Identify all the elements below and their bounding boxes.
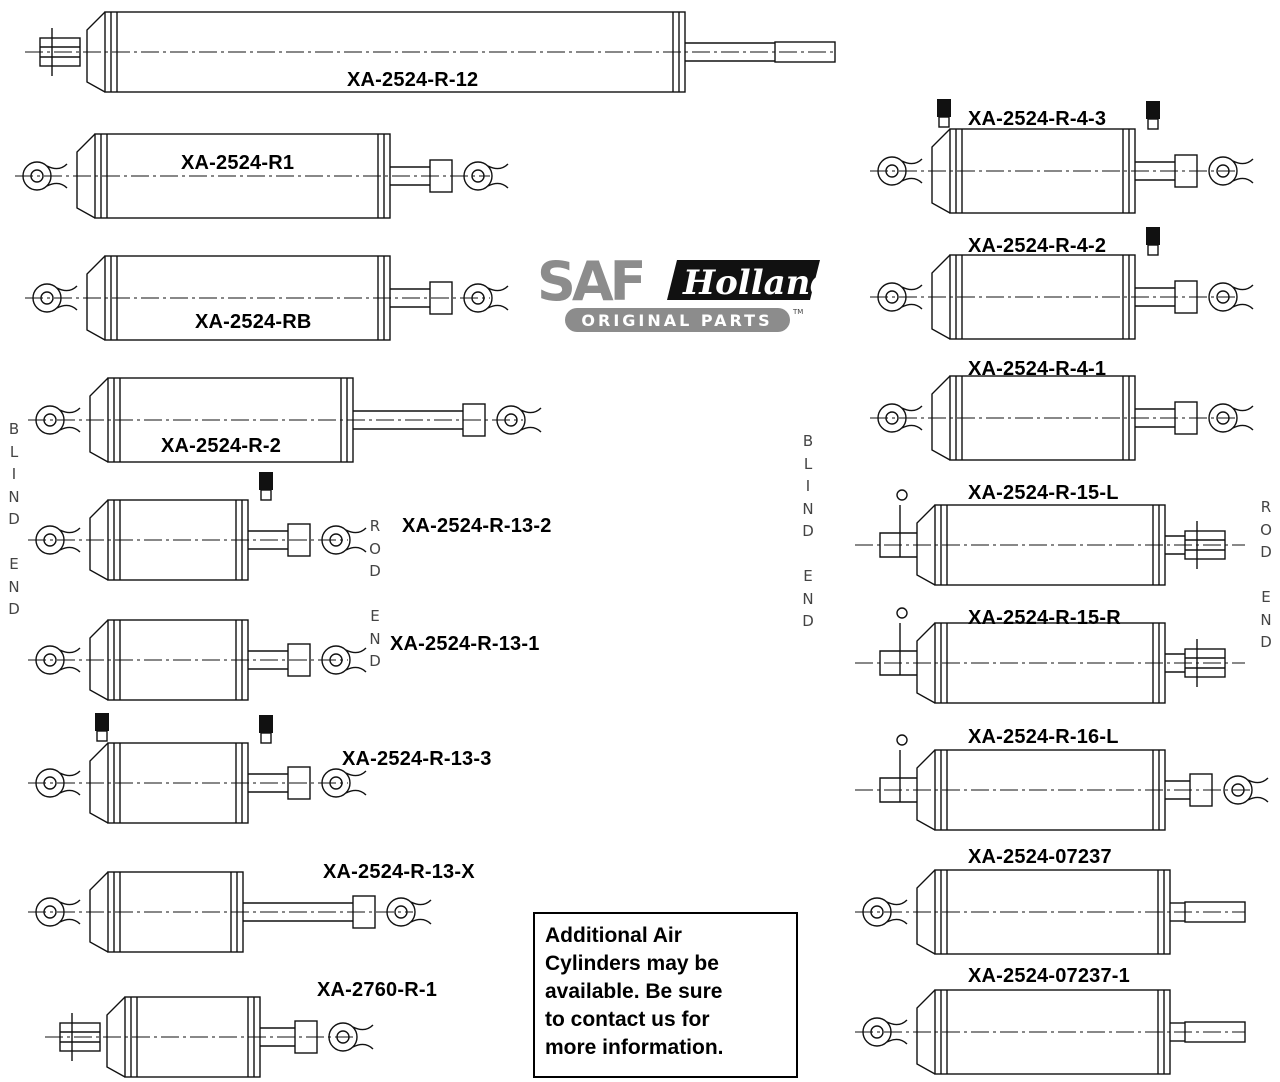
- cylinder-xa-2524-r-16-l: [855, 734, 1269, 831]
- vertical-letter: D: [369, 652, 381, 670]
- vertical-letter: D: [8, 600, 20, 618]
- label-xa-2524-r-15-l: XA-2524-R-15-L: [968, 482, 1119, 504]
- vertical-letter: [1258, 564, 1274, 587]
- cylinder-xa-2524-07237: [855, 869, 1246, 955]
- vertical-letter: R: [1260, 498, 1272, 516]
- label-xa-2524-r-13-2: XA-2524-R-13-2: [402, 515, 552, 537]
- label-xa-2524-r-13-x: XA-2524-R-13-X: [323, 861, 475, 883]
- vertical-letter: E: [9, 555, 19, 573]
- vertical-letter: I: [805, 477, 811, 495]
- svg-text:SAF: SAF: [537, 250, 643, 313]
- label-xa-2760-r-1: XA-2760-R-1: [317, 979, 438, 1001]
- vertical-letter: [367, 583, 383, 606]
- vertical-letter: N: [1260, 610, 1272, 629]
- saf-logo-mark: SAF Holland ORIGINAL PARTS TM: [537, 250, 825, 332]
- label-xa-2524-07237-1: XA-2524-07237-1: [968, 965, 1130, 987]
- note-line: available. Be sure: [545, 980, 723, 1003]
- cylinder-xa-2524-rb: [25, 255, 509, 341]
- label-xa-2524-07237: XA-2524-07237: [968, 846, 1112, 868]
- cylinder-xa-2524-r-4-3: [870, 99, 1254, 214]
- cylinder-xa-2524-r-13-1: [28, 619, 367, 701]
- cylinder-xa-2524-r-4-2: [870, 227, 1254, 340]
- vertical-letter: [6, 531, 22, 554]
- cylinder-xa-2760-r-1: [45, 996, 374, 1078]
- vertical-letter: L: [803, 454, 813, 473]
- vertical-letter: N: [8, 487, 20, 506]
- vertical-letter: N: [802, 499, 814, 518]
- vertical-letter: I: [11, 465, 17, 483]
- vertical-letter: L: [9, 442, 19, 461]
- label-xa-2524-r-13-1: XA-2524-R-13-1: [390, 633, 540, 655]
- note-line: to contact us for: [545, 1008, 710, 1031]
- label-xa-2524-r-13-3: XA-2524-R-13-3: [342, 748, 492, 770]
- svg-text:Holland: Holland: [682, 263, 825, 303]
- vertical-letter: O: [369, 539, 381, 558]
- label-xa-2524-r-12: XA-2524-R-12: [347, 69, 479, 91]
- cylinder-xa-2524-r-15-l: [855, 489, 1245, 586]
- cylinder-xa-2524-r-13-2: [28, 472, 367, 581]
- vertical-letter: D: [802, 612, 814, 630]
- svg-text:ORIGINAL PARTS: ORIGINAL PARTS: [581, 311, 772, 330]
- vertical-letter: D: [369, 562, 381, 580]
- label-xa-2524-r-4-2: XA-2524-R-4-2: [968, 235, 1107, 257]
- vertical-letter: R: [369, 517, 381, 535]
- label-xa-2524-rb: XA-2524-RB: [195, 311, 312, 333]
- vertical-letter: D: [8, 510, 20, 528]
- svg-text:TM: TM: [792, 308, 803, 316]
- cylinder-xa-2524-r-12: [25, 11, 836, 93]
- label-xa-2524-r-2: XA-2524-R-2: [161, 435, 282, 457]
- additional-cylinders-note: Additional Air Cylinders may be availabl…: [533, 912, 798, 1078]
- cylinder-xa-2524-r-13-3: [28, 713, 367, 824]
- cylinder-xa-2524-r1: [15, 133, 509, 219]
- cylinder-xa-2524-r-2: [28, 377, 542, 463]
- vertical-letter: B: [8, 420, 20, 438]
- label-xa-2524-r-4-3: XA-2524-R-4-3: [968, 108, 1107, 130]
- saf-holland-logo: SAF Holland ORIGINAL PARTS TM: [537, 250, 825, 332]
- vertical-letter: N: [802, 589, 814, 608]
- label-xa-2524-r-15-r: XA-2524-R-15-R: [968, 607, 1121, 629]
- vertical-letter: O: [1260, 520, 1272, 539]
- vertical-letter: D: [1260, 543, 1272, 561]
- cylinder-xa-2524-r-13-x: [28, 871, 432, 953]
- note-line: Additional Air: [545, 924, 682, 947]
- vertical-letter: B: [802, 432, 814, 450]
- vertical-letter: N: [8, 577, 20, 596]
- vertical-letter: E: [803, 567, 813, 585]
- vertical-letter: D: [1260, 633, 1272, 651]
- vertical-letter: [800, 543, 816, 566]
- cylinder-xa-2524-07237-1: [855, 989, 1246, 1075]
- cylinder-xa-2524-r-15-r: [855, 607, 1245, 704]
- label-xa-2524-r-16-l: XA-2524-R-16-L: [968, 726, 1119, 748]
- vertical-letter: E: [1261, 588, 1271, 606]
- vertical-letter: E: [370, 607, 380, 625]
- cylinder-xa-2524-r-4-1: [870, 375, 1254, 461]
- label-xa-2524-r1: XA-2524-R1: [181, 152, 295, 174]
- vertical-letter: D: [802, 522, 814, 540]
- note-line: Cylinders may be: [545, 952, 719, 975]
- label-xa-2524-r-4-1: XA-2524-R-4-1: [968, 358, 1107, 380]
- note-line: more information.: [545, 1036, 724, 1059]
- vertical-letter: N: [369, 629, 381, 648]
